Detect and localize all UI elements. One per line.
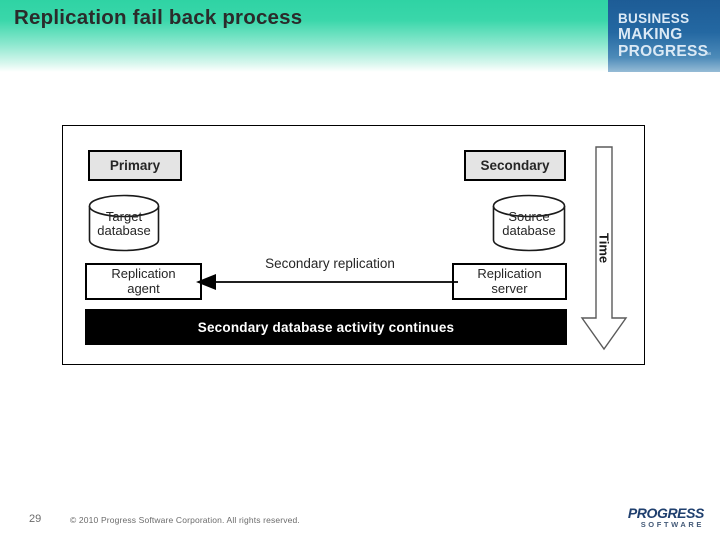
footer-logo-subtitle: SOFTWARE — [640, 520, 704, 529]
footer-progress-logo: PROGRESS SOFTWARE — [600, 505, 705, 531]
replication-server-node: Replication server — [452, 263, 567, 300]
source-database-cylinder: Source database — [492, 194, 566, 252]
replication-server-line2: server — [491, 280, 528, 296]
replication-agent-node: Replication agent — [85, 263, 202, 300]
down-arrow-icon — [580, 146, 628, 351]
primary-site-header: Primary — [88, 150, 182, 181]
secondary-replication-label: Secondary replication — [265, 256, 395, 271]
cylinder-shape-icon — [492, 194, 566, 252]
brand-trademark-icon: ™ — [704, 52, 711, 59]
target-database-cylinder: Target database — [88, 194, 160, 252]
brand-line-business: BUSINESS — [618, 11, 690, 26]
page-title: Replication fail back process — [14, 6, 303, 29]
copyright-notice: © 2010 Progress Software Corporation. Al… — [70, 515, 300, 525]
brand-logo: BUSINESS MAKING PROGRESS ™ — [608, 0, 720, 72]
cylinder-shape-icon — [88, 194, 160, 252]
replication-agent-line1: Replication — [111, 266, 176, 282]
brand-line-making: MAKING — [618, 26, 683, 43]
page-number: 29 — [29, 513, 42, 525]
secondary-site-header: Secondary — [464, 150, 566, 181]
secondary-replication-arrow — [196, 272, 458, 292]
time-axis-arrow — [578, 146, 630, 351]
replication-agent-line2: agent — [127, 280, 160, 296]
footer-logo-name: PROGRESS — [627, 505, 705, 521]
secondary-activity-banner: Secondary database activity continues — [85, 309, 567, 345]
header-banner — [0, 0, 720, 72]
left-arrow-icon — [196, 274, 458, 290]
replication-server-line1: Replication — [477, 266, 542, 282]
brand-line-progress: PROGRESS — [618, 43, 709, 60]
